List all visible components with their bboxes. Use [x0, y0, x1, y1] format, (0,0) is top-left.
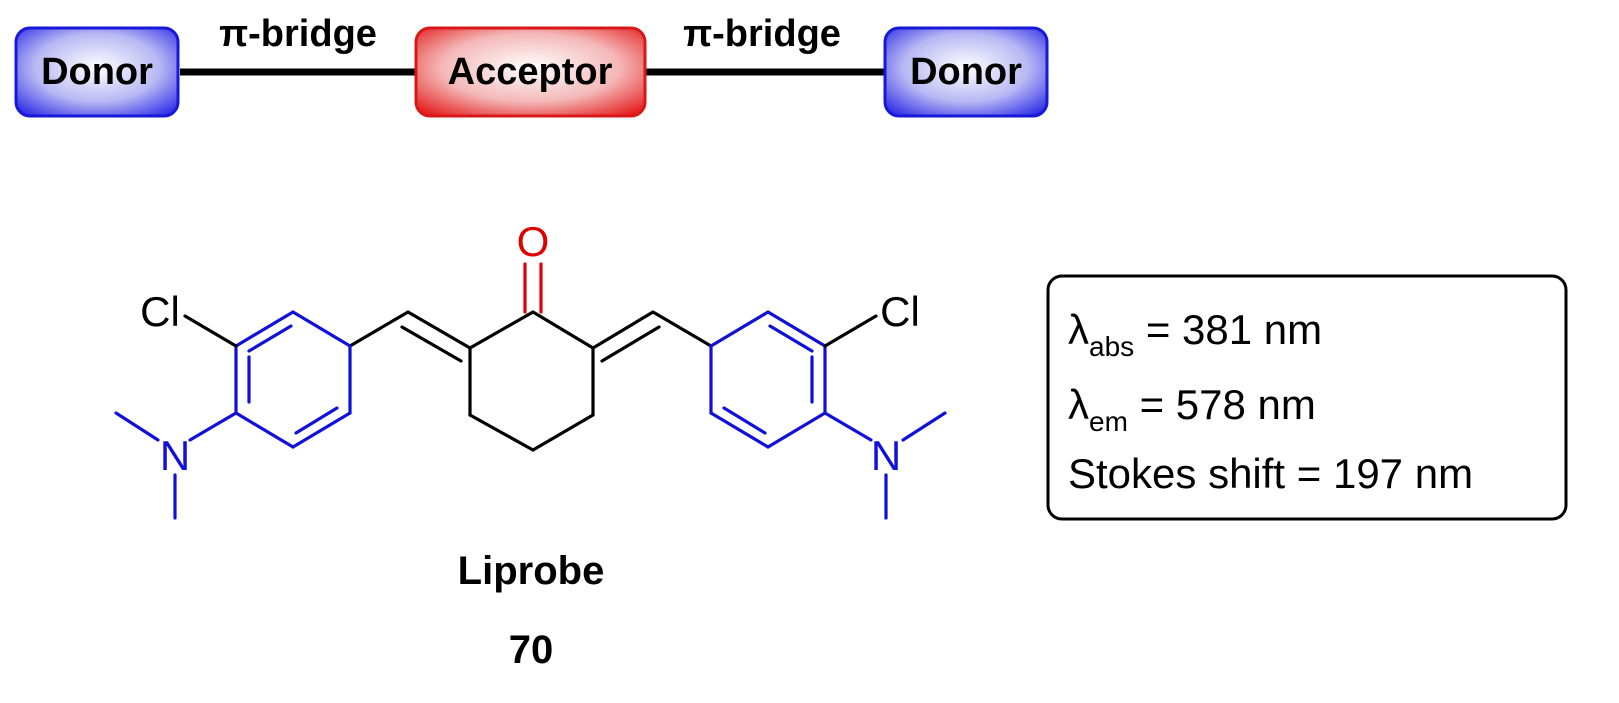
compound-name: Liprobe [458, 549, 605, 593]
acceptor-block: Acceptor [414, 26, 647, 118]
em-value: = 578 nm [1128, 381, 1316, 428]
acceptor-label: Acceptor [448, 51, 613, 93]
absorption-wavelength: λabs = 381 nm [1068, 306, 1322, 362]
donor-block-right: Donor [883, 26, 1049, 118]
c-cl-bond-right [823, 314, 878, 348]
emission-wavelength: λem = 578 nm [1068, 381, 1316, 437]
aryl-ring-right [709, 310, 947, 520]
em-subscript: em [1089, 406, 1128, 437]
cyclohexanone-ring [348, 310, 713, 452]
donor-block-left: Donor [14, 26, 180, 118]
chlorine-atom-left: Cl [140, 288, 180, 335]
c-cl-bond-left [183, 314, 238, 348]
lambda-em-symbol: λ [1068, 381, 1089, 428]
carbonyl-group [523, 262, 543, 314]
stokes-shift: Stokes shift = 197 nm [1068, 450, 1473, 497]
abs-subscript: abs [1089, 331, 1134, 362]
nitrogen-atom-left: N [160, 432, 190, 479]
donor-label-left: Donor [41, 51, 153, 93]
aryl-ring-left [114, 310, 352, 520]
properties-box: λabs = 381 nm λem = 578 nm Stokes shift … [1046, 274, 1568, 521]
abs-value: = 381 nm [1134, 306, 1322, 353]
oxygen-atom: O [517, 218, 550, 265]
bridge-label-left: π-bridge [219, 13, 377, 55]
bridge-label-right: π-bridge [683, 13, 841, 55]
dad-scheme: Donor Acceptor Donor π-bridge π-bridge [14, 13, 1049, 118]
lambda-abs-symbol: λ [1068, 306, 1089, 353]
donor-label-right: Donor [910, 51, 1022, 93]
molecule-structure: O Cl N [114, 218, 947, 520]
chlorine-atom-right: Cl [880, 288, 920, 335]
nitrogen-atom-right: N [871, 432, 901, 479]
compound-number: 70 [509, 628, 554, 672]
